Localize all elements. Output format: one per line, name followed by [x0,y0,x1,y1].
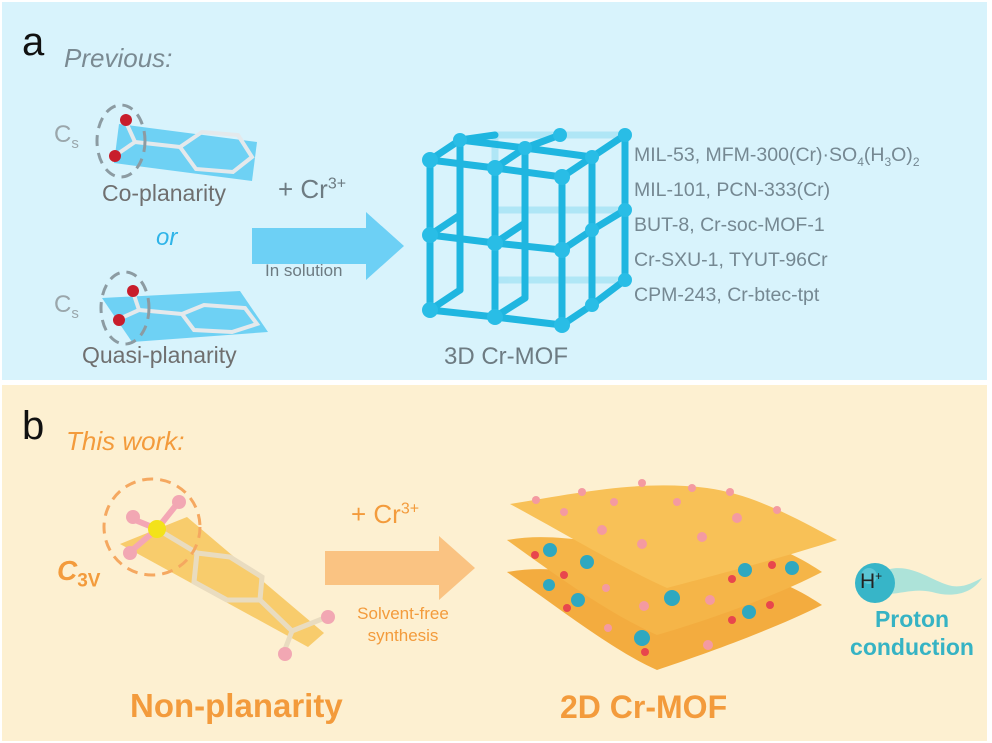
oxygen-atom [123,546,137,560]
condition-solvent-free: Solvent-free synthesis [335,603,471,647]
node [618,128,632,142]
quasiplanar-molecule [99,270,268,346]
oxygen-atom [321,610,335,624]
oxygen-atom [126,510,140,524]
mof-example-row: CPM-243, Cr-btec-tpt [634,284,820,306]
dashed-circle-icon [99,270,151,346]
symmetry-label-cs-bottom: Cs [54,291,79,322]
proton-ion-label: H+ [860,569,883,593]
oxygen-atom [120,114,132,126]
condition-line-2: synthesis [367,626,439,645]
node [422,152,438,168]
mof-example-row: MIL-53, MFM-300(Cr)·SO4(H3O)2 [634,144,920,169]
symmetry-label-c3v: C3V [57,555,101,592]
ligand-coplanar-graphic [95,103,404,346]
proton-label-line-1: Proton [874,606,950,632]
label-3d-cr-mof: 3D Cr-MOF [444,343,568,370]
layered-2d-mof-graphic [507,479,837,670]
proton-spheres [543,543,799,646]
sheet-top [510,485,837,588]
label-co-planarity: Co-planarity [102,180,226,206]
node [585,223,599,237]
node [618,203,632,217]
label-proton-conduction: Proton conduction [842,605,982,661]
ligand-nonplanar-graphic [102,477,475,661]
node [585,150,599,164]
symmetry-label-cs-top: Cs [54,121,79,152]
mof-example-row: MIL-101, PCN-333(Cr) [634,179,831,201]
reagent-cr3-solvent-free: + Cr3+ [351,499,420,529]
node [618,273,632,287]
mof-example-row: Cr-SXU-1, TYUT-96Cr [634,249,828,271]
oxygen-atom [172,495,186,509]
oxygen-atom [127,285,139,297]
reagent-cr3-solution: + Cr3+ [278,174,347,204]
node [487,160,503,176]
node [554,169,570,185]
node [487,309,503,325]
panel-letter-a: a [22,20,45,64]
red-dots [531,551,776,656]
arrow-right-icon [252,212,404,280]
node [554,317,570,333]
panel-a-previous: a Previous: [2,2,987,380]
node [585,298,599,312]
oxygen-atom [109,150,121,162]
framework-3d-graphic [422,128,632,333]
heading-this-work: This work: [66,426,185,456]
node [487,235,503,251]
node [453,133,467,147]
node [554,242,570,258]
arrow-right-icon [325,536,475,600]
proton-tail [886,568,982,595]
coplanar-molecule [95,103,257,181]
node [422,302,438,318]
label-2d-cr-mof: 2D Cr-MOF [560,689,728,725]
connector-or: or [156,224,178,251]
proton-graphic [855,563,982,603]
oxygen-atom [278,647,292,661]
mof-example-row: BUT-8, Cr-soc-MOF-1 [634,214,825,236]
mof-examples-list: MIL-53, MFM-300(Cr)·SO4(H3O)2 MIL-101, P… [634,138,920,313]
dashed-circle-icon [95,103,147,179]
condition-line-1: Solvent-free [357,604,449,623]
label-non-planarity: Non-planarity [130,687,343,724]
heading-previous: Previous: [64,43,173,73]
oxygen-dots [532,479,781,650]
panel-letter-b: b [22,404,45,448]
sulfur-atom [148,520,166,538]
condition-in-solution: In solution [265,261,343,280]
framework-nodes [422,128,632,333]
node [422,227,438,243]
oxygen-atom [113,314,125,326]
node [518,141,532,155]
proton-label-line-2: conduction [850,634,974,660]
dashed-circle-icon [102,477,202,577]
label-quasi-planarity: Quasi-planarity [82,342,237,368]
node [553,128,567,142]
panel-b-this-work: b This work: C3V Non-planarity + Cr3+ So… [2,385,987,741]
